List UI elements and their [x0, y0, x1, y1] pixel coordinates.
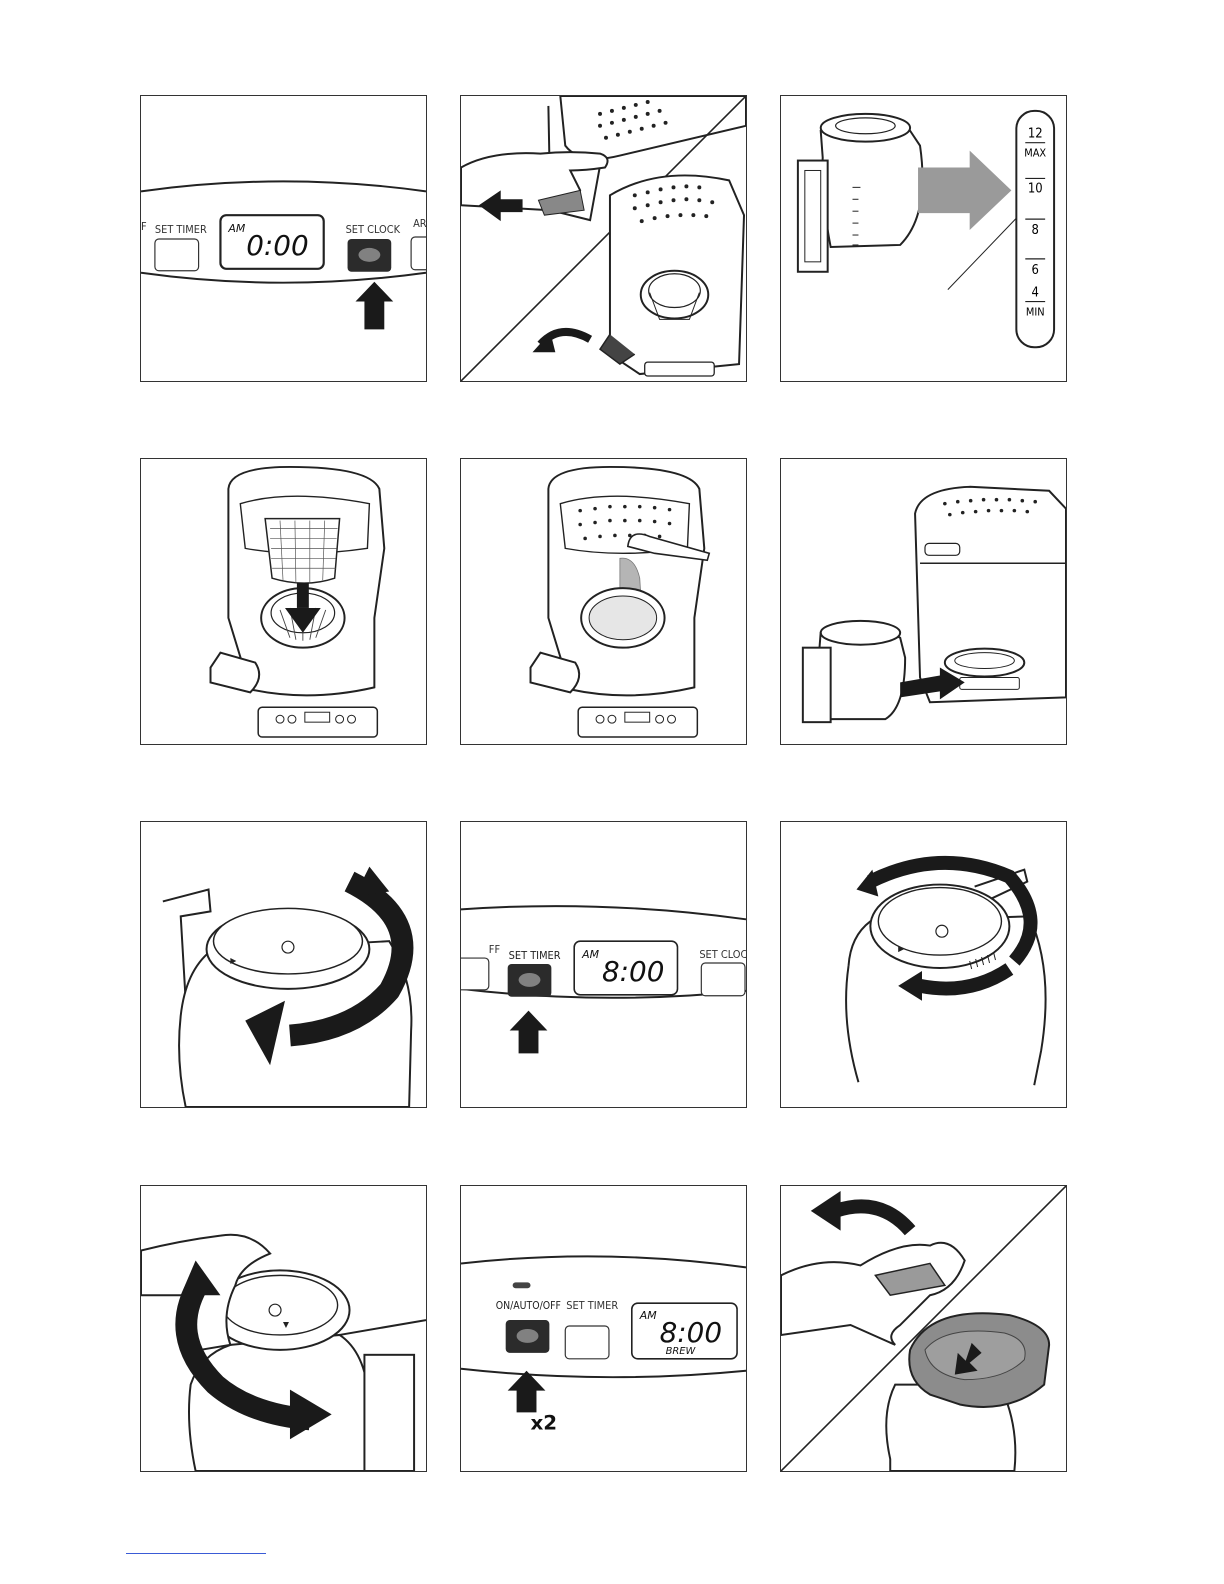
set-timer-button[interactable]: [565, 1326, 609, 1359]
lift-arrow-icon: [811, 1191, 841, 1231]
panel-4-insert-filter: [140, 458, 427, 745]
scale-8: 8: [1032, 223, 1039, 238]
on-auto-off-illustration: ON/AUTO/OFF SET TIMER AM 8:00 BREW x2: [461, 1186, 746, 1471]
panel-6-place-carafe: [780, 458, 1067, 745]
off-label-fragment: F: [141, 220, 147, 233]
set-timer-label: SET TIMER: [566, 1299, 618, 1312]
set-timer-button[interactable]: [155, 239, 199, 271]
rotate-lid-illustration: [781, 822, 1066, 1107]
panel-8-set-timer: FF SET TIMER AM 8:00 SET CLOCK: [460, 821, 747, 1108]
lcd-time: 8:00: [602, 955, 664, 988]
set-clock-label: SET CLOCK: [699, 948, 746, 961]
place-carafe-illustration: [781, 459, 1066, 744]
press-arrow-icon: [508, 1371, 546, 1413]
off-label-fragment: FF: [489, 943, 501, 956]
rotate-arrow-icon: [898, 971, 922, 1001]
carafe-scale-illustration: 12 MAX 10 8 6 4 MIN: [781, 96, 1066, 381]
lcd-time: 8:00: [660, 1316, 722, 1349]
press-arrow-icon: [510, 1011, 548, 1054]
replace-cover-illustration: [781, 1186, 1066, 1471]
set-timer-illustration: FF SET TIMER AM 8:00 SET CLOCK: [461, 822, 746, 1107]
insert-filter-illustration: [141, 459, 426, 744]
set-timer-label: SET TIMER: [509, 949, 561, 962]
scale-4: 4: [1032, 286, 1039, 301]
lcd-ampm: AM: [581, 948, 599, 961]
set-clock-label: SET CLOCK: [346, 223, 401, 236]
panel-5-add-coffee: [460, 458, 747, 745]
scale-12: 12: [1028, 127, 1043, 142]
scale-6: 6: [1032, 263, 1039, 278]
panel-11-on-auto-off: ON/AUTO/OFF SET TIMER AM 8:00 BREW x2: [460, 1185, 747, 1472]
indicator-light: [513, 1282, 531, 1288]
twist-lid-illustration: [141, 822, 426, 1107]
panel-7-twist-lid: [140, 821, 427, 1108]
scale-min: MIN: [1026, 305, 1045, 318]
turn-lid-illustration: [141, 1186, 426, 1471]
press-arrow-icon: [355, 282, 393, 330]
fill-arrow-icon: [918, 151, 1011, 230]
panel-3-carafe-scale: 12 MAX 10 8 6 4 MIN: [780, 95, 1067, 382]
set-timer-label: SET TIMER: [155, 223, 207, 236]
add-coffee-illustration: [461, 459, 746, 744]
scale-10: 10: [1028, 181, 1043, 196]
lcd-mode: BREW: [666, 1346, 697, 1357]
lcd-time: 0:00: [246, 229, 308, 262]
panel-2-open-filter-holder: [460, 95, 747, 382]
panel-12-replace-cover: [780, 1185, 1067, 1472]
panel-10-turn-lid-by-hand: [140, 1185, 427, 1472]
on-auto-off-label: ON/AUTO/OFF: [496, 1300, 561, 1312]
footer-link-underline: [126, 1553, 266, 1554]
panel-9-rotate-lid: [780, 821, 1067, 1108]
press-count: x2: [531, 1411, 558, 1434]
lcd-ampm: AM: [639, 1309, 657, 1322]
scale-max: MAX: [1024, 147, 1046, 160]
control-panel-illustration: F SET TIMER AM 0:00 SET CLOCK AR: [141, 96, 426, 381]
arm-label-fragment: AR: [413, 217, 426, 230]
set-clock-button[interactable]: [701, 963, 745, 996]
lcd-ampm: AM: [227, 222, 245, 235]
panel-1-set-clock: F SET TIMER AM 0:00 SET CLOCK AR: [140, 95, 427, 382]
open-holder-illustration: [461, 96, 746, 381]
